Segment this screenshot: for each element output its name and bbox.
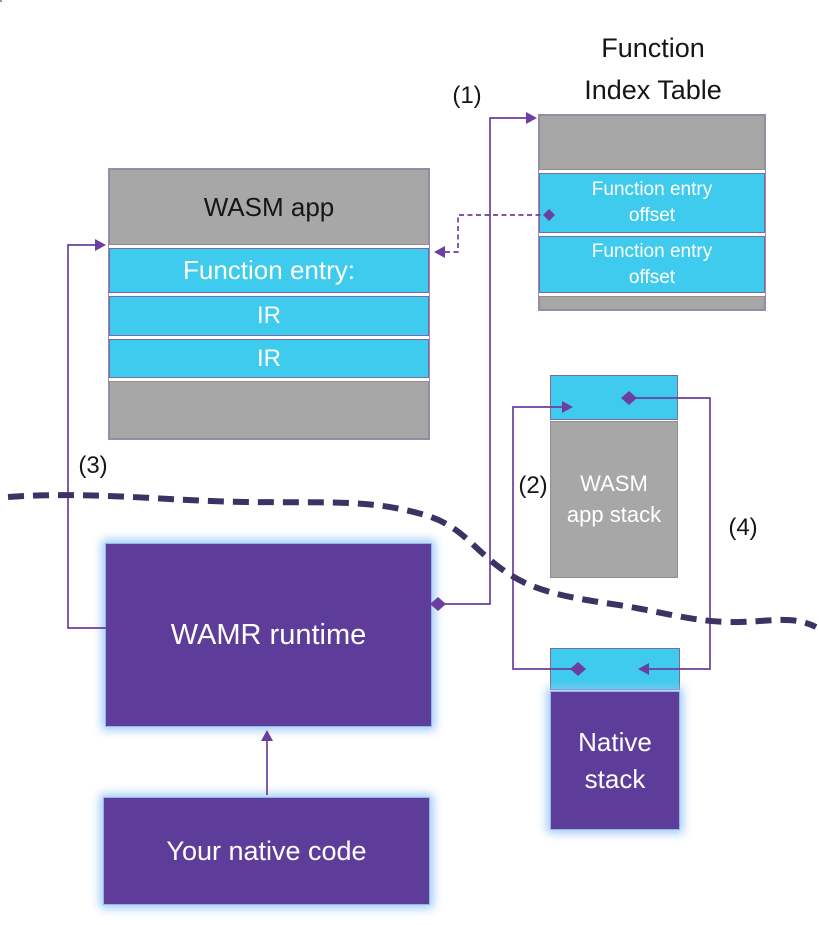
native-code-to-runtime-arrowhead [261, 730, 273, 741]
step-2-label: (2) [518, 472, 548, 499]
wasm-app-box: WASM app Function entry: IR IR [108, 168, 430, 440]
function-index-table-row-gray-top [539, 115, 765, 170]
offset-to-entry-arrowhead [434, 246, 445, 258]
wasm-app-function-entry: Function entry: [109, 248, 429, 293]
native-code-box: Your native code [103, 797, 430, 905]
wasm-app-header: WASM app [109, 169, 429, 245]
offset-to-entry-dashed-line [441, 214, 549, 253]
wasm-app-stack-body: WASM app stack [550, 421, 678, 578]
connector-1-diamond [430, 597, 446, 611]
wasm-app-ir-2: IR [109, 339, 429, 378]
connector-1-line [438, 117, 529, 605]
connector-3-line [67, 244, 106, 629]
step-1-label: (1) [452, 82, 482, 109]
wasm-app-footer [109, 381, 429, 439]
native-stack-top-bar [550, 648, 680, 690]
function-index-table-title: Function Index Table [584, 33, 722, 105]
native-stack-body: Native stack [550, 691, 680, 830]
connector-3-arrowhead [95, 239, 106, 251]
wasm-app-stack-top-bar [550, 375, 678, 420]
function-index-table-row-gray-bottom [539, 296, 765, 310]
wamr-runtime-box: WAMR runtime [105, 543, 432, 727]
step-4-label: (4) [728, 514, 758, 541]
function-index-table-row-offset-2: Function entry offset [539, 236, 765, 293]
function-index-table-row-offset-1: Function entry offset [539, 173, 765, 233]
wasm-app-ir-1: IR [109, 296, 429, 336]
connector-1-arrowhead [526, 112, 537, 124]
function-index-table: Function entry offset Function entry off… [538, 114, 766, 311]
step-3-label: (3) [78, 452, 108, 479]
